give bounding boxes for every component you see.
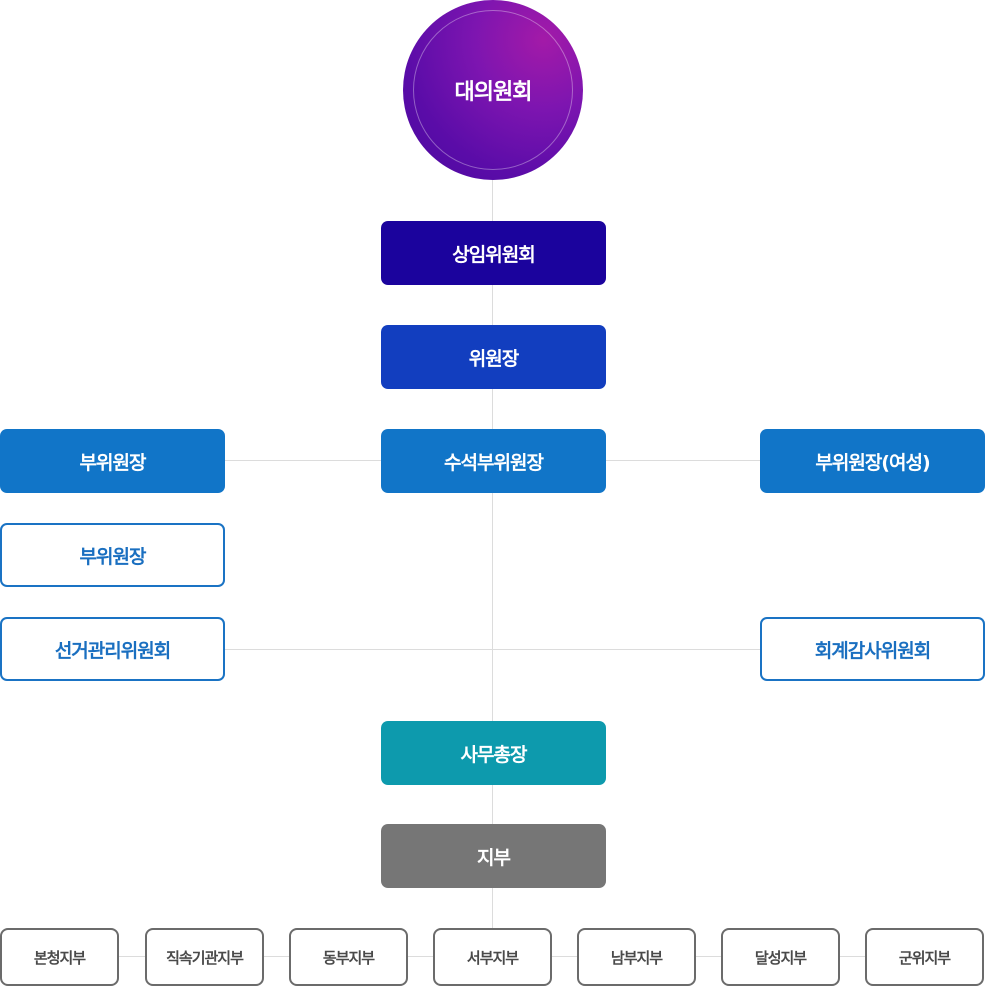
branch-box[interactable]: 지부	[381, 824, 606, 888]
assembly-circle[interactable]: 대의원회	[403, 0, 583, 180]
branch-item[interactable]: 동부지부	[289, 928, 408, 986]
audit-committee-box[interactable]: 회계감사위원회	[760, 617, 985, 681]
assembly-label: 대의원회	[454, 80, 533, 105]
vice-chairman-box[interactable]: 부위원장	[0, 429, 225, 493]
vice-chairman-women-box[interactable]: 부위원장(여성)	[760, 429, 985, 493]
branch-item[interactable]: 달성지부	[721, 928, 840, 986]
branch-item[interactable]: 군위지부	[865, 928, 984, 986]
senior-vice-chairman-box[interactable]: 수석부위원장	[381, 429, 606, 493]
election-committee-box[interactable]: 선거관리위원회	[0, 617, 225, 681]
branch-item[interactable]: 직속기관지부	[145, 928, 264, 986]
branch-item[interactable]: 본청지부	[0, 928, 119, 986]
connector-committee-row	[225, 649, 760, 650]
connector-vertical-main	[492, 180, 493, 928]
branch-item[interactable]: 서부지부	[433, 928, 552, 986]
vice-chairman-outline-box[interactable]: 부위원장	[0, 523, 225, 587]
standing-committee-box[interactable]: 상임위원회	[381, 221, 606, 285]
circle-ring	[413, 10, 573, 170]
branch-item[interactable]: 남부지부	[577, 928, 696, 986]
secretary-general-box[interactable]: 사무총장	[381, 721, 606, 785]
chairman-box[interactable]: 위원장	[381, 325, 606, 389]
